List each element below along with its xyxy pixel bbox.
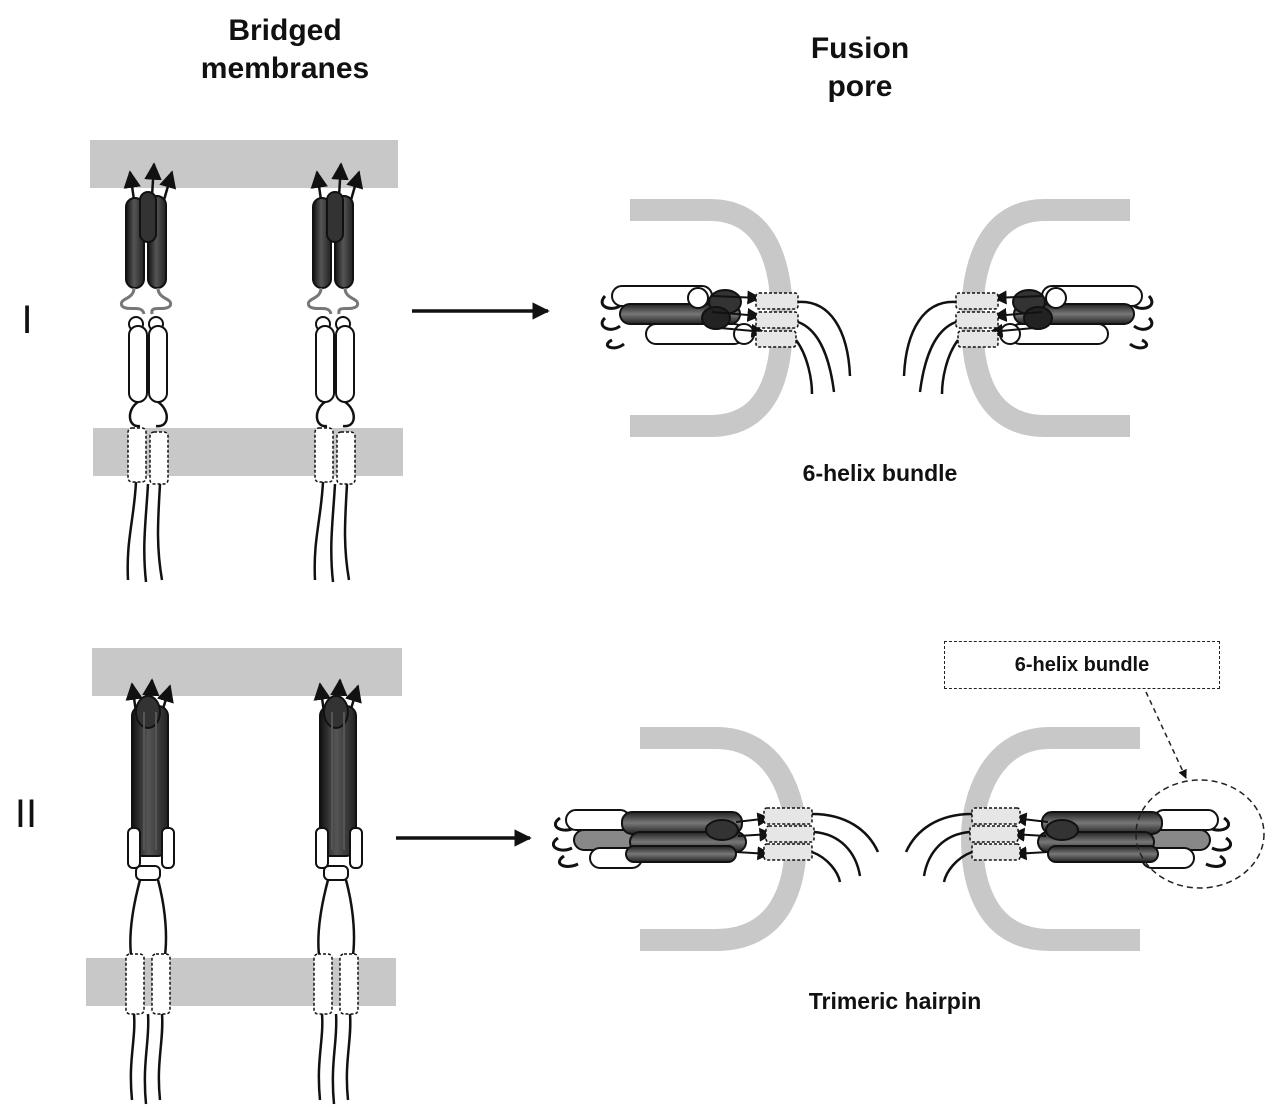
row2-protein-left <box>126 680 174 1104</box>
row1-left-light-helix-a <box>129 326 147 402</box>
row1-upper-membrane <box>90 140 398 188</box>
row2-right-trimeric-hairpin <box>906 808 1231 882</box>
row2-bridged-membranes <box>86 648 402 1104</box>
row1-left-six-helix-bundle <box>602 286 850 394</box>
row1-right-six-helix-bundle <box>904 286 1152 394</box>
row1-protein-left <box>121 164 172 582</box>
row1-protein-right <box>308 164 359 582</box>
row2-callout-pointer <box>1146 692 1186 778</box>
row2-protein-right <box>314 680 362 1104</box>
six-helix-bundle-callout-label: 6-helix bundle <box>1015 654 1149 677</box>
row1-fusion-pore <box>602 210 1152 426</box>
row1-left-tm-segment-a <box>128 428 146 482</box>
row2-fusion-pore <box>553 692 1264 940</box>
row1-left-tm-segment-b <box>150 432 168 484</box>
six-helix-bundle-callout: 6-helix bundle <box>944 641 1220 689</box>
row2-upper-membrane <box>92 648 402 696</box>
row1-left-light-helix-b <box>149 326 167 402</box>
row1-bridged-membranes <box>90 140 403 582</box>
row2-left-trimeric-hairpin <box>553 808 878 882</box>
